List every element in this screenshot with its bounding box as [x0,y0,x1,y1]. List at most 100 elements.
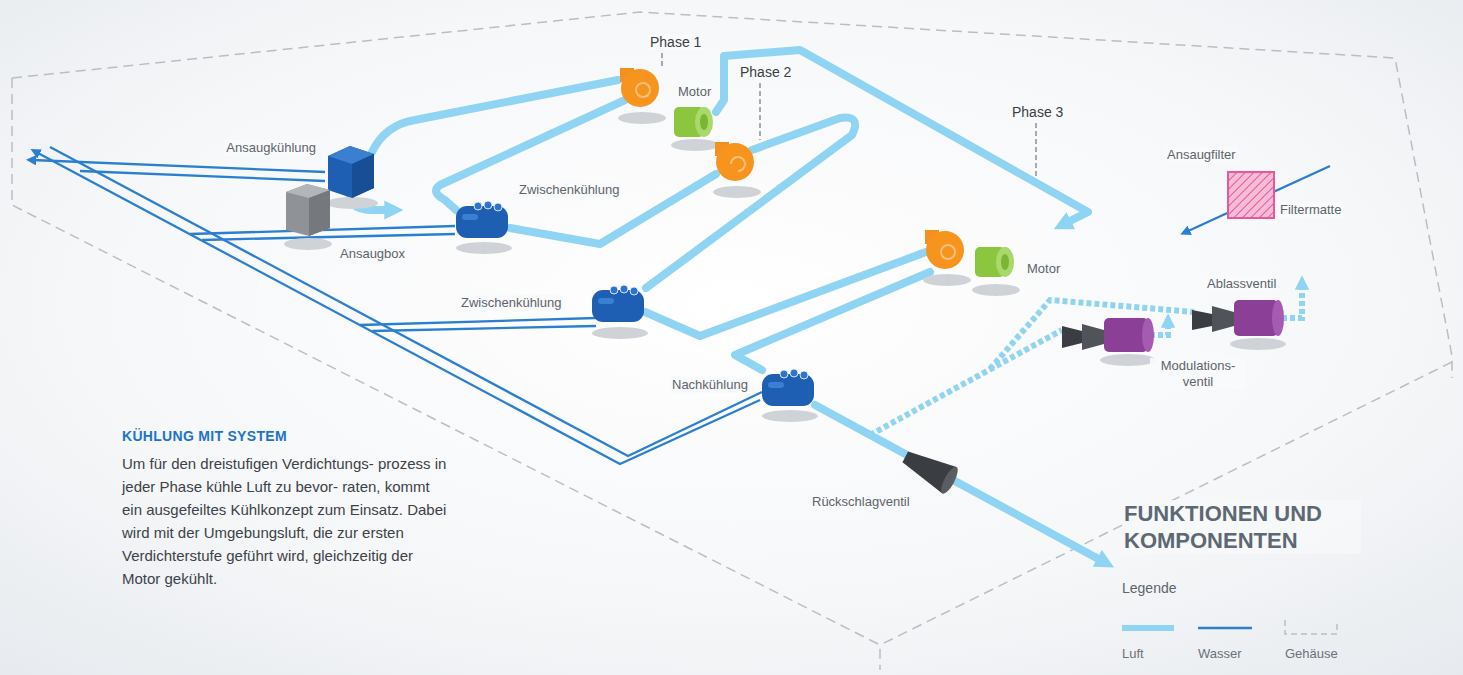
check-valve [898,444,961,496]
bypass-pipes [1282,284,1302,318]
air-pipes [350,50,1104,562]
intake-filter [1228,172,1274,218]
compressor [636,83,650,97]
water-pipes [360,318,596,325]
shadows [284,238,332,250]
part-label: Rückschlagventil [810,494,912,510]
cooler [494,203,502,211]
cooler [456,201,508,238]
bypass-pipes [870,330,1062,435]
housing-outline [880,362,1452,645]
motor [975,247,1014,277]
cooler [592,285,644,322]
air-pipes [735,272,930,370]
compressor [620,68,659,107]
modulation-valve [1142,318,1154,352]
water-pipes [372,326,596,331]
cooler [630,287,638,295]
intake-box [286,184,330,236]
bypass-pipes [870,284,1302,435]
legend-samples [1122,620,1337,634]
compressor [621,69,659,107]
shadows [671,139,719,151]
drain-valve [1272,300,1284,336]
compressor [925,230,964,269]
cooler [484,201,492,209]
motor [700,114,708,130]
part-label: Ansaugkühlung [224,140,318,156]
leader-lines [1035,123,1037,176]
legend-samples [1122,625,1174,631]
section-text: Um für den dreistufigen Verdichtungs- pr… [122,452,452,590]
legend-text: Luft [1122,646,1144,661]
cooler [598,298,614,304]
diagram-title: FUNKTIONEN UND KOMPONENTEN [1122,500,1361,554]
intake-cooler [328,146,374,198]
phase-label: Phase 2 [738,64,793,80]
housing-outline [12,78,880,670]
intake-box [286,184,330,236]
housing-outline [12,12,1452,670]
compressor [926,231,964,269]
intake-cooler [328,146,374,198]
intake-arrow [1186,166,1330,232]
air-pipes [510,174,716,244]
shadows [923,274,971,286]
legend-samples [1198,627,1252,630]
part-label: Motor [676,84,713,100]
leader-lines [759,83,761,140]
part-label: Motor [1025,261,1062,277]
water-pipes [32,147,762,464]
water-pipes [50,147,762,456]
legend-samples [1285,620,1337,634]
modulation-valve [1104,318,1148,352]
housing-outline [12,12,1452,378]
phase-label: Phase 3 [1010,104,1065,120]
intake-box [309,190,330,236]
shadows [1100,354,1156,366]
part-label: Ablassventil [1205,276,1278,292]
cooler [620,285,628,293]
part-label: Nachkühlung [670,377,750,393]
part-label: Modulations- ventil [1150,358,1246,390]
modulation-valve [1062,326,1082,348]
motor [1001,254,1009,270]
shadows [618,112,666,124]
compressor [715,142,754,181]
compressor [731,157,745,171]
cooler [762,369,814,406]
leader-lines [661,53,663,66]
part-label: Ansaugfilter [1165,147,1238,163]
water-pipes [32,160,325,172]
part-label: Zwischenkühlung [517,182,621,198]
shadows [713,186,761,198]
drain-valve [1234,300,1278,336]
cooler [790,369,798,377]
cooler [610,286,618,294]
motor [996,247,1014,277]
shadows [972,284,1020,296]
cooler [768,382,784,388]
part-label: Filtermatte [1278,202,1343,218]
modulation-valve [1062,318,1154,352]
cooler [780,370,788,378]
check-valve [938,465,961,496]
part-label: Ansaugbox [338,246,407,262]
air-pipes [436,100,625,210]
legend-text: Wasser [1198,646,1242,661]
cooler [800,371,808,379]
intake-filter [1228,172,1274,218]
legend-text: Gehäuse [1285,646,1338,661]
drain-valve [1192,300,1284,336]
shadows [1230,338,1286,350]
phase-label: Phase 1 [648,34,703,50]
intake-arrow [1186,166,1330,232]
air-pipes [646,118,855,288]
part-label: Zwischenkühlung [459,295,563,311]
section-heading: KÜHLUNG MIT SYSTEM [122,427,287,445]
shadows [762,410,818,422]
drain-valve [1192,310,1212,330]
